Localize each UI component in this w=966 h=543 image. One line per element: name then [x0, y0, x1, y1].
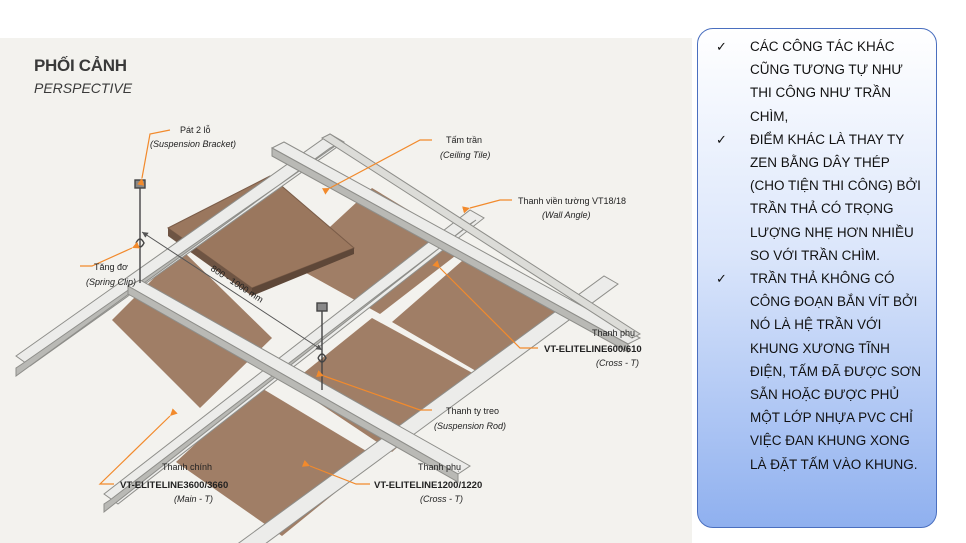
- diagram-subtitle: PERSPECTIVE: [34, 80, 133, 96]
- note-item: ✓ CÁC CÔNG TÁC KHÁC CŨNG TƯƠNG TỰ NHƯ TH…: [710, 35, 926, 128]
- label-bracket-vn: Pát 2 lỗ: [180, 125, 211, 135]
- label-cross1-vn: Thanh phụ: [592, 328, 635, 338]
- note-text: ĐIỂM KHÁC LÀ THAY TY ZEN BẰNG DÂY THÉP (…: [750, 131, 921, 263]
- label-tile-vn: Tấm trần: [446, 135, 482, 145]
- diagram-drawing: 800 - 1000 mm Pát 2 lỗ (Suspension Brack…: [15, 125, 642, 543]
- note-text: TRẦN THẢ KHÔNG CÓ CÔNG ĐOẠN BẮN VÍT BỞI …: [750, 271, 921, 472]
- label-wall-vn: Thanh viền tường VT18/18: [518, 196, 626, 206]
- wall-angle: [320, 133, 642, 339]
- label-main-en: (Main - T): [174, 494, 213, 504]
- label-cross1-en: (Cross - T): [596, 358, 639, 368]
- checkmark-icon: ✓: [716, 131, 727, 147]
- ceiling-grid-diagram: PHỐI CẢNH PERSPECTIVE: [0, 38, 692, 543]
- label-rod-vn: Thanh ty treo: [446, 406, 499, 416]
- diagram-title: PHỐI CẢNH: [34, 56, 127, 75]
- label-main-code: VT-ELITELINE3600/3660: [120, 480, 228, 491]
- tile: [290, 318, 478, 452]
- label-wall-en: (Wall Angle): [542, 210, 591, 220]
- label-main-vn: Thanh chính: [162, 462, 212, 472]
- note-item: ✓ TRẦN THẢ KHÔNG CÓ CÔNG ĐOẠN BẮN VÍT BỞ…: [710, 267, 926, 476]
- notes-panel: ✓ CÁC CÔNG TÁC KHÁC CŨNG TƯƠNG TỰ NHƯ TH…: [697, 28, 937, 528]
- dimension-line: [141, 231, 323, 351]
- label-clip-vn: Tăng đơ: [94, 262, 128, 272]
- label-bracket-en: (Suspension Bracket): [150, 139, 236, 149]
- label-cross2-code: VT-ELITELINE1200/1220: [374, 480, 482, 491]
- label-cross2-vn: Thanh phụ: [418, 462, 461, 472]
- checkmark-icon: ✓: [716, 271, 727, 287]
- note-text: CÁC CÔNG TÁC KHÁC CŨNG TƯƠNG TỰ NHƯ THI …: [750, 39, 903, 124]
- callout-leaders: [80, 129, 538, 485]
- notes-list: ✓ CÁC CÔNG TÁC KHÁC CŨNG TƯƠNG TỰ NHƯ TH…: [710, 35, 926, 476]
- label-rod-en: (Suspension Rod): [434, 421, 506, 431]
- label-cross2-en: (Cross - T): [420, 494, 463, 504]
- label-cross1-code: VT-ELITELINE600/610: [544, 344, 642, 355]
- label-tile-en: (Ceiling Tile): [440, 150, 490, 160]
- checkmark-icon: ✓: [716, 39, 727, 54]
- label-clip-en: (Spring Clip): [86, 277, 136, 287]
- note-item: ✓ ĐIỂM KHÁC LÀ THAY TY ZEN BẰNG DÂY THÉP…: [710, 128, 926, 267]
